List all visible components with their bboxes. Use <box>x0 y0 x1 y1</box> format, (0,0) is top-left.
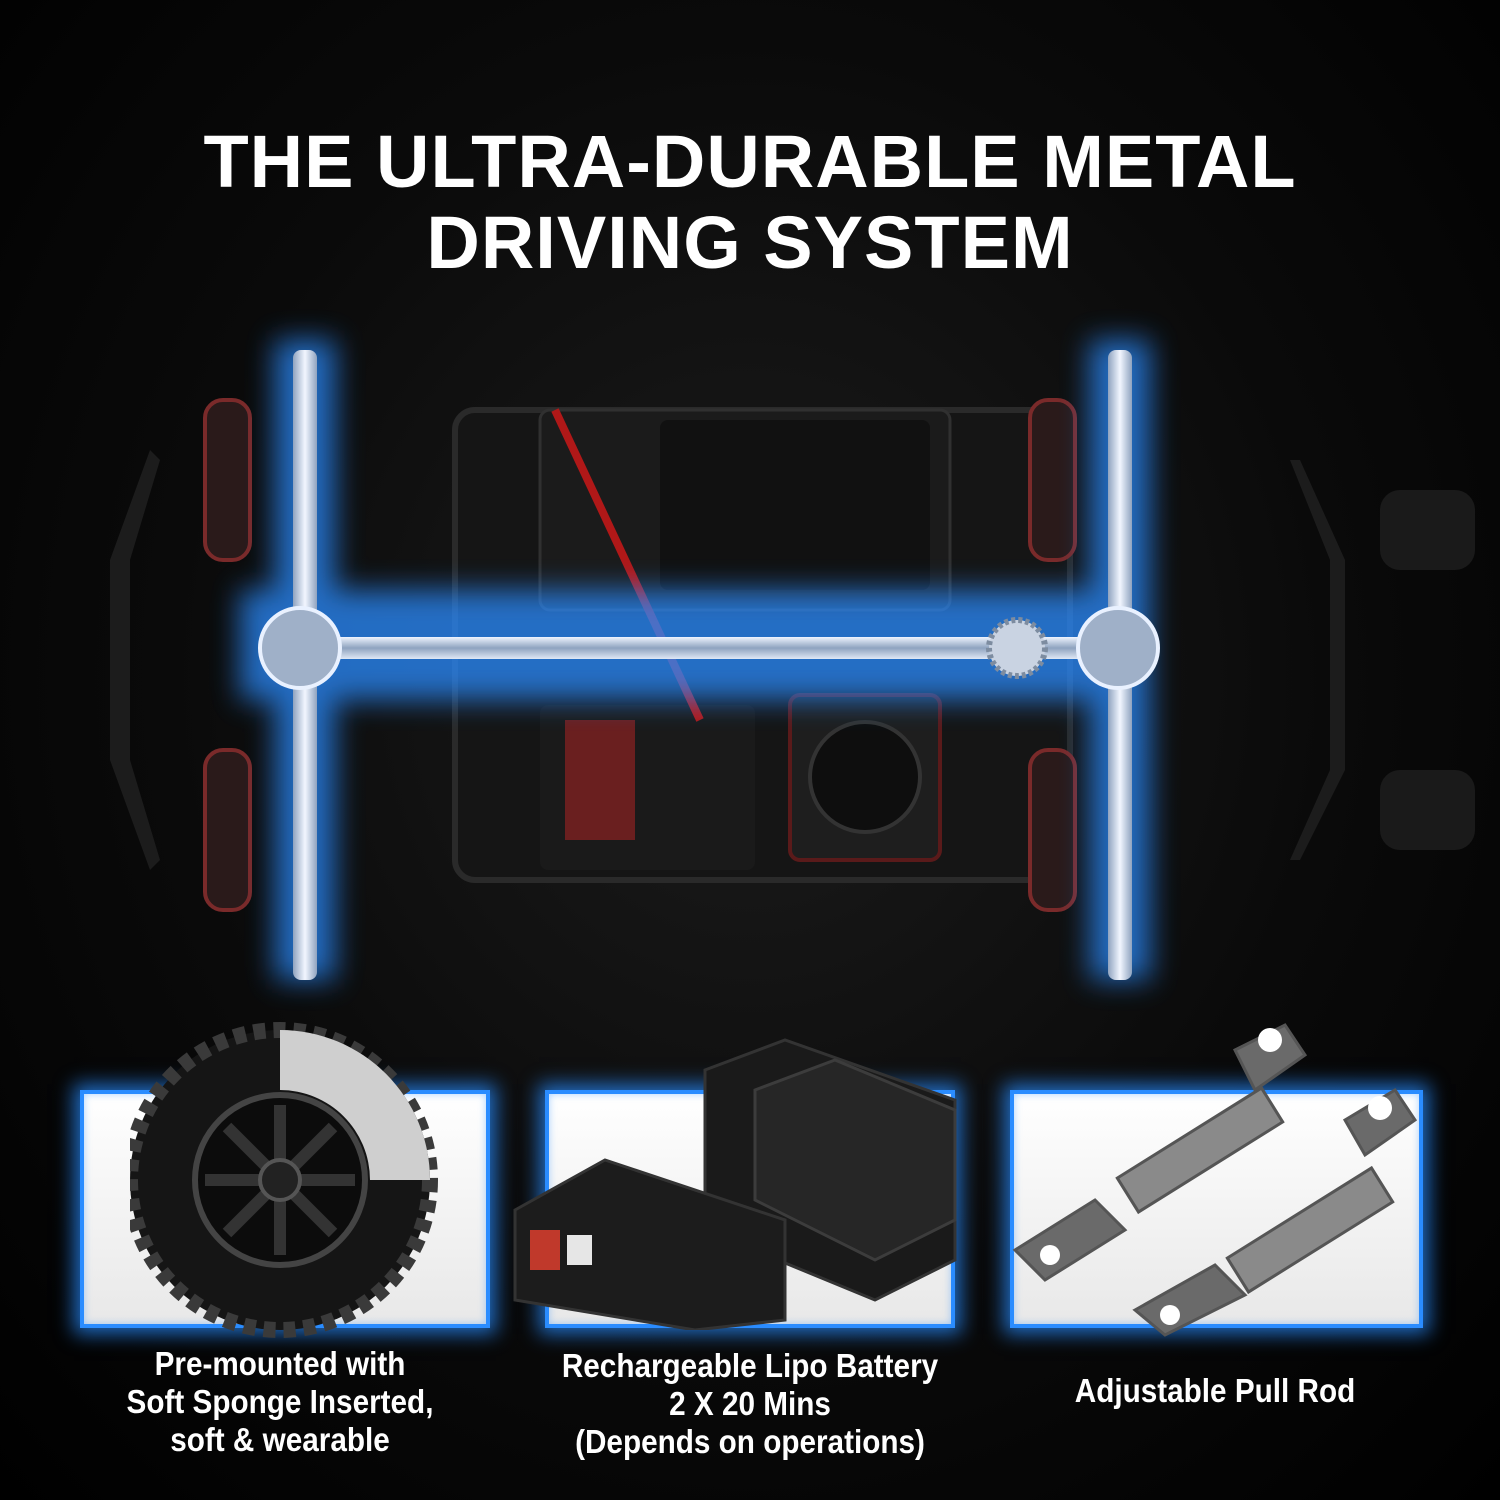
battery-caption-line: 2 X 20 Mins <box>669 1385 831 1422</box>
tire-caption-line: soft & wearable <box>170 1421 390 1458</box>
tire-caption: Pre-mounted with Soft Sponge Inserted, s… <box>73 1345 487 1459</box>
chassis-image <box>110 340 1475 980</box>
battery-icon <box>513 1038 957 1330</box>
battery-caption-line: (Depends on operations) <box>575 1423 925 1460</box>
tire-caption-line: Soft Sponge Inserted, <box>126 1383 434 1420</box>
battery-caption-line: Rechargeable Lipo Battery <box>561 1347 939 1384</box>
pull-rod-icon <box>1012 1023 1418 1337</box>
headline-line-2: DRIVING SYSTEM <box>426 201 1074 284</box>
pull-rod-caption: Adjustable Pull Rod <box>1013 1372 1418 1410</box>
headline-line-1: THE ULTRA-DURABLE METAL <box>203 120 1297 203</box>
tire-caption-line: Pre-mounted with <box>154 1345 406 1382</box>
battery-caption: Rechargeable Lipo Battery 2 X 20 Mins (D… <box>539 1347 962 1461</box>
pull-rod-caption-line: Adjustable Pull Rod <box>1074 1372 1356 1409</box>
tire-icon <box>130 1022 438 1338</box>
